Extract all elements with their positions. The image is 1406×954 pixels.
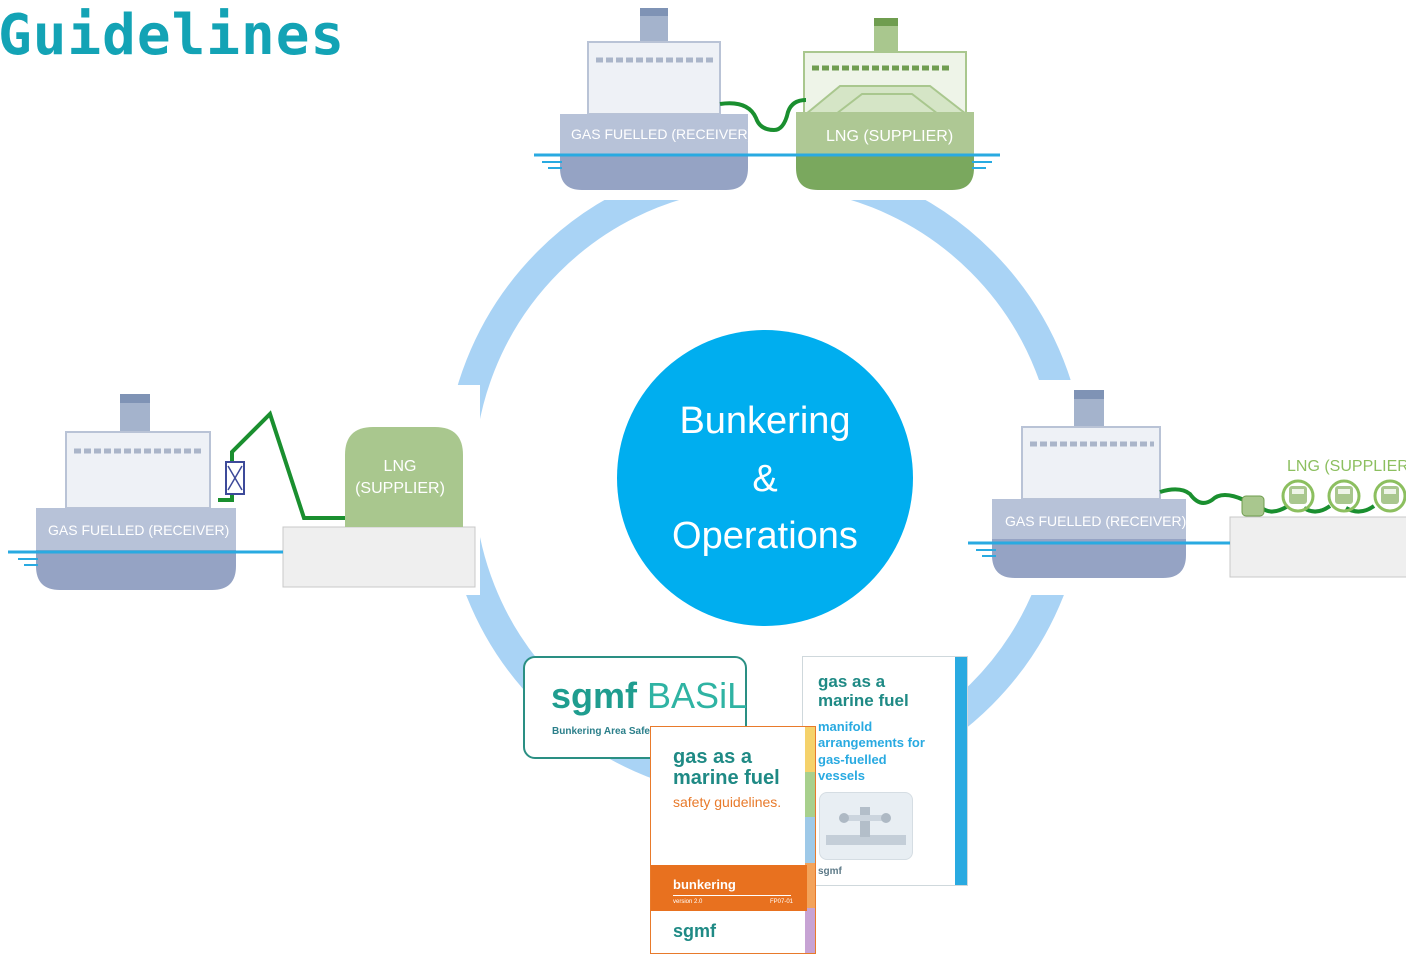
manifold-cover-footer: sgmf — [818, 866, 842, 877]
lng-truck — [1327, 479, 1361, 513]
band-rule — [673, 895, 791, 896]
safety-cover-footer: sgmf — [673, 921, 717, 941]
coupling-cross — [227, 465, 243, 491]
quay — [282, 526, 476, 588]
receiver-superstructure — [1021, 426, 1161, 500]
shore-to-ship-scenario: GAS FUELLED (RECEIVER) LNG (SUPPLIER) — [8, 394, 476, 590]
transfer-hose — [719, 98, 807, 133]
supplier-hull-upper — [796, 112, 974, 154]
receiver-hull-upper — [36, 508, 236, 550]
center-label-line1: Bunkering — [679, 400, 851, 442]
lng-tank-dome-inner — [835, 93, 939, 115]
basil-subtitle: Bunkering Area Safety — [552, 726, 659, 737]
receiver-funnel-band — [120, 394, 150, 403]
manifold-cover-illustration — [819, 792, 913, 860]
manifold-cover-title: gas as a marine fuel — [818, 672, 909, 710]
center-label-line3: Operations — [672, 515, 858, 557]
truck-to-ship-scenario: GAS FUELLED (RECEIVER) LNG (SUPPLIER) — [968, 390, 1406, 578]
right-supplier-label: LNG (SUPPLIER) — [1287, 458, 1406, 475]
basil-brand: sgmf — [551, 675, 638, 716]
safety-cover-band-title: bunkering — [673, 877, 736, 892]
receiver-superstructure — [587, 41, 721, 115]
receiver-hull-upper — [992, 499, 1186, 539]
cover-side-strip — [955, 657, 967, 885]
manifold-block — [1241, 495, 1265, 517]
top-receiver-label: GAS FUELLED (RECEIVER) — [571, 126, 752, 142]
safety-cover-subtitle: safety guidelines. — [673, 794, 782, 810]
manifold-guideline-cover[interactable]: gas as a marine fuel manifold arrangemen… — [802, 656, 968, 886]
manifold-cover-subtitle: manifold arrangements for gas-fuelled ve… — [818, 719, 925, 783]
supplier-funnel-band — [874, 18, 898, 26]
quay — [1229, 516, 1406, 578]
center-circle — [617, 330, 913, 626]
ship-to-ship-scenario: GAS FUELLED (RECEIVER) LNG (SUPPLIER) — [534, 8, 1000, 190]
transfer-hose — [1159, 487, 1245, 505]
lng-truck — [1373, 479, 1406, 513]
left-supplier-label-line1: LNG — [384, 458, 417, 475]
lng-truck — [1281, 479, 1315, 513]
safety-guideline-cover[interactable]: gas as a marine fuel safety guidelines. … — [650, 726, 816, 954]
safety-cover-band: bunkering version 2.0 FP07-01 — [651, 865, 807, 911]
receiver-funnel-band — [1074, 390, 1104, 399]
right-receiver-label: GAS FUELLED (RECEIVER) — [1005, 513, 1186, 529]
basil-name: BASiL — [647, 675, 748, 716]
receiver-funnel-band — [640, 8, 668, 16]
page-title: Guidelines — [0, 3, 346, 68]
center-label-line2: & — [752, 458, 778, 500]
safety-cover-title: gas as a marine fuel — [673, 746, 780, 789]
left-receiver-label: GAS FUELLED (RECEIVER) — [48, 522, 229, 538]
receiver-superstructure — [65, 431, 211, 509]
left-supplier-label-line2: (SUPPLIER) — [355, 480, 445, 497]
loading-arm — [218, 410, 345, 520]
cover-side-tabs — [805, 727, 815, 953]
truck-hoses — [1260, 504, 1376, 514]
top-supplier-label: LNG (SUPPLIER) — [826, 128, 953, 145]
safety-cover-version: version 2.0 — [673, 899, 703, 905]
safety-cover-code: FP07-01 — [769, 899, 793, 905]
lng-storage-tank — [345, 427, 463, 527]
basil-logo: sgmf BASiL — [551, 678, 747, 714]
receiver-hull-upper — [560, 114, 748, 154]
